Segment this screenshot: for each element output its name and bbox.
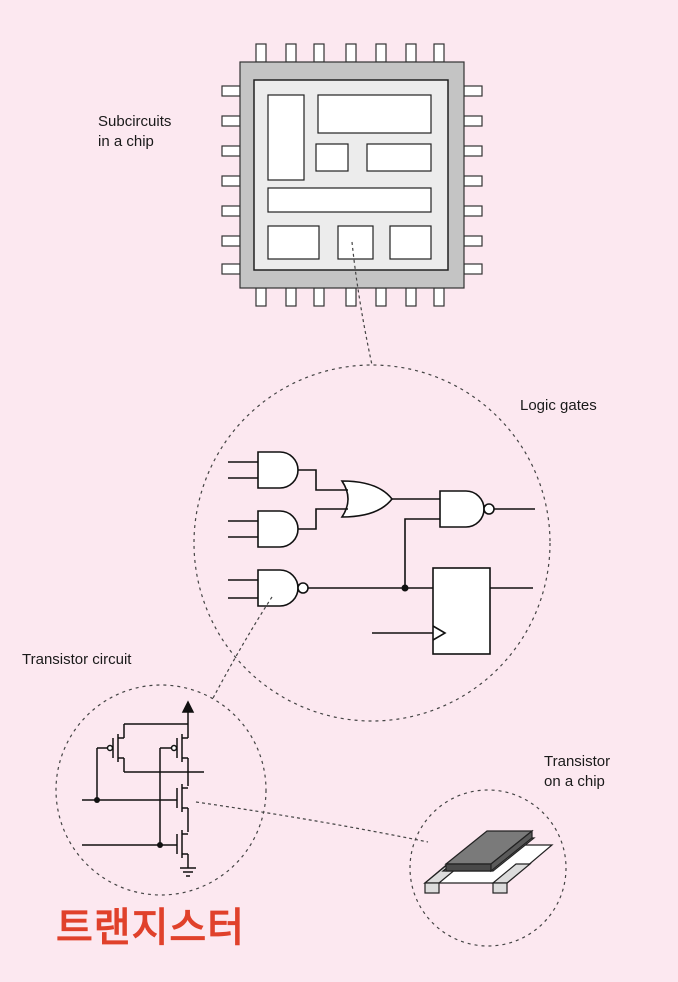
label-subcircuits: Subcircuits in a chip xyxy=(98,112,171,152)
label-logic-gates: Logic gates xyxy=(520,397,597,414)
logic-gates-circle xyxy=(193,364,551,722)
zoom-connector-gates-to-transistor xyxy=(211,596,273,701)
vdd-arrow-icon xyxy=(181,700,195,713)
clock-input-marker xyxy=(432,625,447,641)
and-gate-2 xyxy=(257,510,299,548)
zoom-connector-chip-to-gates xyxy=(351,241,373,366)
pmos-gate-bubble xyxy=(106,744,114,752)
chip-pins-top xyxy=(255,43,445,63)
subcircuit-block xyxy=(267,94,305,181)
label-subcircuits-line2: in a chip xyxy=(98,133,154,150)
drain-pad-front xyxy=(492,882,508,894)
transistor-device-circle xyxy=(409,789,567,947)
transistor-schematic xyxy=(82,700,204,877)
label-transistor-on-chip-line1: Transistor xyxy=(544,753,611,770)
pmos-gate-bubble xyxy=(170,744,178,752)
inversion-bubble xyxy=(483,503,495,515)
subcircuit-block-selected xyxy=(337,225,374,260)
gate-electrode-side xyxy=(445,863,492,872)
chip-pins-right xyxy=(463,85,483,275)
subcircuit-block xyxy=(315,143,349,172)
label-transistor-on-chip: Transistor on a chip xyxy=(544,752,610,792)
flip-flop xyxy=(432,567,491,655)
or-gate xyxy=(340,480,394,518)
junction-dot xyxy=(94,797,100,803)
logic-circuit xyxy=(228,451,535,655)
label-transistor-on-chip-line2: on a chip xyxy=(544,773,605,790)
chip-pins-bottom xyxy=(255,287,445,307)
and-gate-1 xyxy=(257,451,299,489)
source-pad-front xyxy=(424,882,440,894)
junction-dot xyxy=(401,584,409,592)
subcircuit-block xyxy=(366,143,432,172)
subcircuit-blocks xyxy=(267,94,432,260)
subcircuit-block xyxy=(317,94,432,134)
junction-dot xyxy=(157,842,163,848)
zoom-connector-transistor-to-device xyxy=(195,801,429,843)
transistor-circuit-circle xyxy=(55,684,267,896)
transistor-device xyxy=(423,829,554,894)
nand-gate-3 xyxy=(257,569,299,607)
chip xyxy=(221,43,483,307)
subcircuit-block xyxy=(389,225,432,260)
subcircuit-block xyxy=(267,225,320,260)
chip-pins-left xyxy=(221,85,241,275)
ground-icon xyxy=(180,867,196,877)
korean-title: 트랜지스터 xyxy=(56,905,245,951)
label-transistor-circuit: Transistor circuit xyxy=(22,651,132,668)
label-subcircuits-line1: Subcircuits xyxy=(98,113,172,130)
subcircuit-block xyxy=(267,187,432,213)
inversion-bubble xyxy=(297,582,309,594)
nand-gate-4 xyxy=(439,490,485,528)
gate-electrode-end xyxy=(490,829,533,873)
